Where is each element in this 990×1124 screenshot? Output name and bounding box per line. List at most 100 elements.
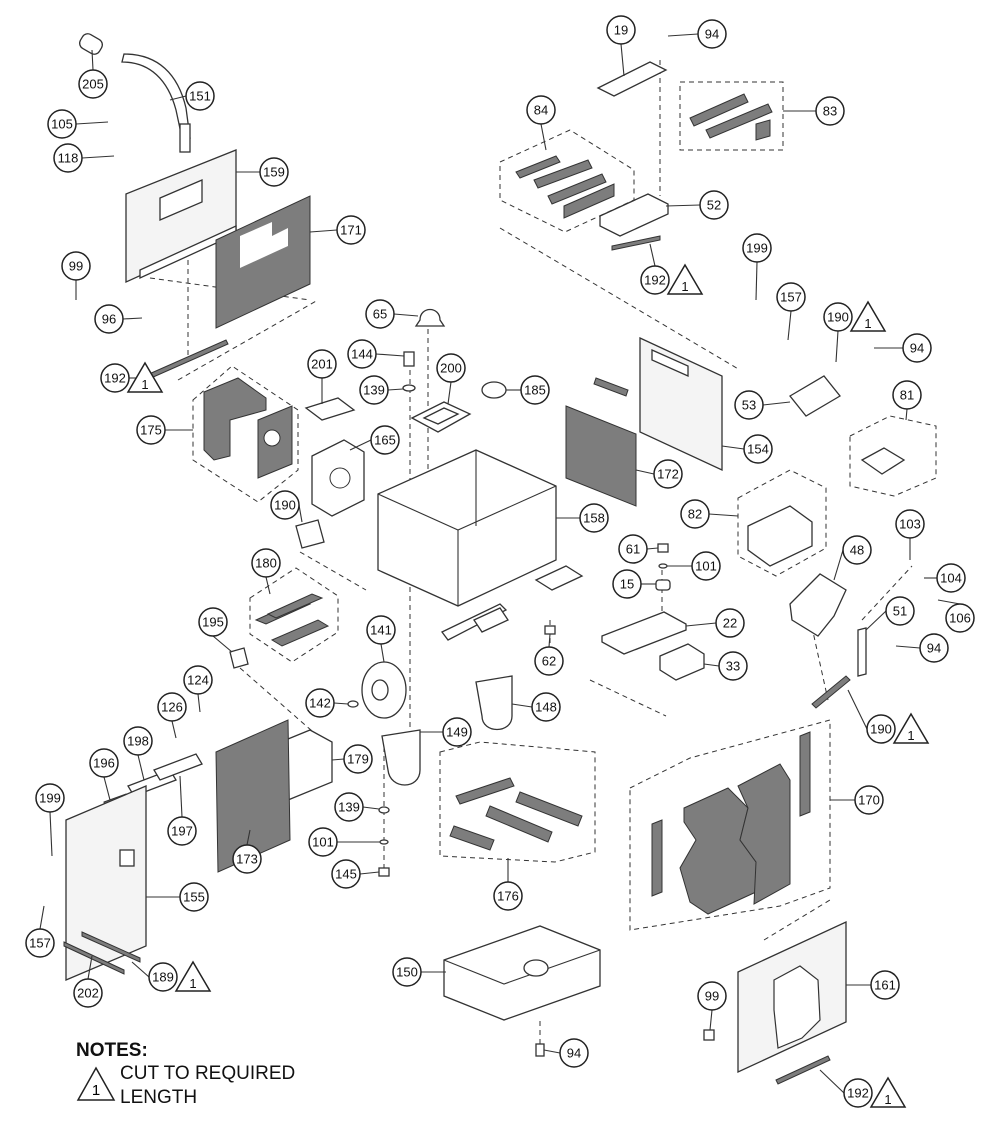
callout-label: 201: [311, 357, 333, 372]
callout-139: 139: [334, 792, 364, 822]
callout-label: 190: [274, 498, 296, 513]
callout-label: 165: [374, 433, 396, 448]
callout-158: 158: [579, 503, 609, 533]
callout-circle: [606, 15, 636, 45]
callout-192: 192: [843, 1078, 873, 1108]
callout-circle: [734, 390, 764, 420]
cut-to-length-warning-icon: 1: [666, 263, 704, 295]
part-84-pad-b: [533, 159, 593, 189]
callout-96: 96: [94, 304, 124, 334]
callout-label: 200: [440, 361, 462, 376]
leader-105: [75, 121, 109, 125]
callout-94: 94: [902, 333, 932, 363]
part-165-hole: [329, 467, 351, 489]
notes-line-2: LENGTH: [120, 1087, 198, 1108]
part-48-bracket: [789, 573, 847, 637]
callout-202: 202: [73, 978, 103, 1008]
callout-200: 200: [436, 353, 466, 383]
outline-81: [849, 415, 937, 497]
leader-200: [447, 381, 452, 405]
callout-label: 151: [189, 89, 211, 104]
callout-label: 202: [77, 986, 99, 1001]
part-202-strip: [63, 941, 125, 975]
callout-label: 195: [202, 615, 224, 630]
callout-84: 84: [526, 95, 556, 125]
callout-circle: [336, 215, 366, 245]
callout-circle: [866, 714, 896, 744]
callout-circle: [78, 69, 108, 99]
callout-circle: [148, 962, 178, 992]
leader-53: [762, 401, 791, 406]
callout-label: 155: [183, 890, 205, 905]
callout-circle: [895, 509, 925, 539]
callout-circle: [892, 380, 922, 410]
part-83-pad-c: [755, 119, 771, 141]
callout-label: 171: [340, 223, 362, 238]
callout-circle: [73, 978, 103, 1008]
callout-192: 192: [100, 363, 130, 393]
callout-circle: [365, 299, 395, 329]
part-51-strip: [857, 627, 867, 677]
callout-label: 190: [827, 310, 849, 325]
notes-symbol: 1: [92, 1082, 100, 1099]
leader-141: [380, 643, 385, 663]
leader-189: [131, 961, 150, 978]
leader-62: [548, 633, 551, 648]
callout-190: 190: [866, 714, 896, 744]
callout-circle: [270, 490, 300, 520]
callout-label: 173: [236, 852, 258, 867]
leader-199-right: [755, 261, 758, 301]
callout-label: 185: [524, 383, 546, 398]
callout-circle: [136, 415, 166, 445]
callout-48: 48: [842, 535, 872, 565]
part-139-washer: [402, 384, 416, 392]
callout-99: 99: [61, 251, 91, 281]
leader-151: [169, 95, 187, 101]
callout-label: 94: [567, 1046, 581, 1061]
outline-180: [249, 567, 339, 663]
part-139-washer-lower: [378, 806, 390, 814]
part-192-strip-right-bottom: [775, 1055, 831, 1085]
callout-label: 81: [900, 388, 914, 403]
part-15-mount: [655, 579, 671, 591]
part-190-frame: [295, 519, 325, 549]
callout-label: 189: [152, 970, 174, 985]
callout-62: 62: [534, 646, 564, 676]
callout-label: 118: [58, 151, 79, 166]
callout-165: 165: [370, 425, 400, 455]
leader-205: [91, 49, 94, 71]
dash-170-to-161: [763, 899, 831, 941]
callout-circle: [251, 548, 281, 578]
callout-circle: [343, 744, 373, 774]
callout-51: 51: [885, 596, 915, 626]
callout-195: 195: [198, 607, 228, 637]
callout-label: 149: [446, 725, 468, 740]
callout-label: 142: [309, 696, 331, 711]
leader-157-left: [39, 905, 45, 930]
callout-150: 150: [392, 957, 422, 987]
leader-165: [349, 439, 372, 451]
callout-label: 196: [93, 756, 115, 771]
callout-label: 52: [707, 198, 721, 213]
part-141-hub: [371, 679, 389, 701]
callout-label: 159: [263, 165, 285, 180]
part-142-washer: [347, 700, 359, 708]
callout-circle: [842, 535, 872, 565]
callout-circle: [718, 651, 748, 681]
callout-circle: [776, 282, 806, 312]
leader-139-lower: [362, 806, 380, 810]
callout-53: 53: [734, 390, 764, 420]
part-180-pad-c: [266, 593, 324, 619]
callout-180: 180: [251, 548, 281, 578]
callout-circle: [919, 633, 949, 663]
callout-circle: [183, 665, 213, 695]
callout-61: 61: [618, 534, 648, 564]
part-144-bolt: [403, 351, 415, 367]
callout-circle: [697, 19, 727, 49]
callout-circle: [157, 692, 187, 722]
callout-103: 103: [895, 509, 925, 539]
leader-154: [721, 445, 745, 450]
part-101-washer: [379, 839, 389, 845]
callout-118: 118: [53, 143, 83, 173]
